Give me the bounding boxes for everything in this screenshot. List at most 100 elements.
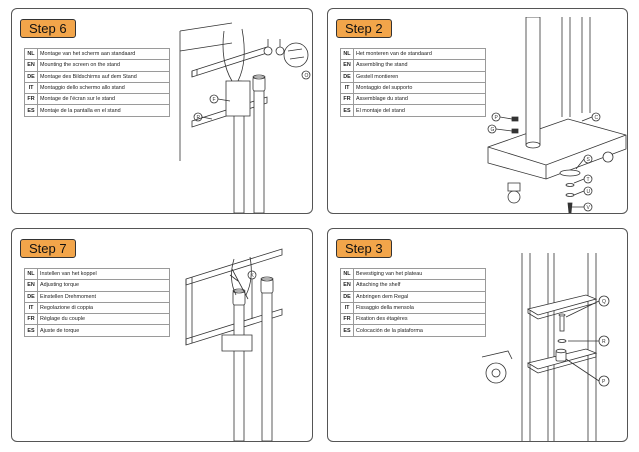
lang-code: ES: [340, 104, 354, 117]
lang-code: EN: [340, 279, 354, 292]
lang-code: EN: [24, 279, 38, 292]
callout-label-k: K: [251, 273, 255, 279]
instruction-text: Montage de l'écran sur le stand: [37, 93, 170, 106]
lang-code: DE: [340, 290, 354, 303]
lang-code: FR: [24, 93, 38, 106]
instruction-text: Het monteren van de standaard: [353, 47, 486, 61]
lang-code: NL: [24, 267, 38, 281]
callout-label-r: R: [602, 339, 606, 345]
lang-code: DE: [24, 70, 38, 83]
callout-label-s: S: [587, 157, 591, 163]
step-2-badge: Step 2: [336, 19, 392, 38]
instruction-text: Assembling the stand: [353, 59, 486, 72]
instruction-text: Montaggio dello schermo allo stand: [37, 81, 170, 95]
callout-label-r: R: [197, 115, 201, 121]
callout-label-g: G: [491, 127, 495, 133]
instruction-text: Gestell montieren: [353, 70, 486, 83]
instruction-text: Réglage du couple: [37, 313, 170, 326]
lang-code: NL: [24, 47, 38, 61]
callout-label-o: O: [305, 73, 309, 79]
instruction-text: Adjusting torque: [37, 279, 170, 292]
step-6-badge: Step 6: [20, 19, 76, 38]
lang-code: IT: [24, 301, 38, 315]
step-7-illustration: K: [172, 239, 312, 441]
instruction-text: El montaje del stand: [353, 104, 486, 117]
instruction-text: Colocación de la plataforma: [353, 324, 486, 337]
instruction-text: Fixation des étagères: [353, 313, 486, 326]
instruction-text: Fissaggio della mensola: [353, 301, 486, 315]
lang-code: EN: [340, 59, 354, 72]
lang-code: FR: [340, 93, 354, 106]
step-3-illustration: Q R P: [478, 253, 627, 441]
instruction-text: Montage van het scherm aan standaard: [37, 47, 170, 61]
lang-code: DE: [24, 290, 38, 303]
instruction-text: Montaggio del supporto: [353, 81, 486, 95]
callout-label-p: P: [602, 379, 606, 385]
step-7-badge: Step 7: [20, 239, 76, 258]
lang-code: NL: [340, 47, 354, 61]
callout-label-c: C: [595, 115, 599, 121]
lang-code: IT: [24, 81, 38, 95]
instruction-text: Assemblage du stand: [353, 93, 486, 106]
callout-label-p: P: [495, 115, 499, 121]
lang-code: DE: [340, 70, 354, 83]
lang-code: EN: [24, 59, 38, 72]
callout-label-v: V: [587, 205, 591, 211]
instruction-text: Montage des Bildschirms auf dem Stand: [37, 70, 170, 83]
lang-code: IT: [340, 81, 354, 95]
callout-label-q: Q: [602, 299, 606, 305]
lang-code: FR: [340, 313, 354, 326]
instruction-text: Instellen van het koppel: [37, 267, 170, 281]
lang-code: ES: [340, 324, 354, 337]
lang-code: ES: [24, 324, 38, 337]
instruction-text: Regolazione di coppia: [37, 301, 170, 315]
lang-code: NL: [340, 267, 354, 281]
step-3-badge: Step 3: [336, 239, 392, 258]
instruction-text: Einstellen Drehmoment: [37, 290, 170, 303]
callout-label-t: T: [587, 177, 590, 183]
step-6-illustration: F R O: [172, 21, 312, 213]
instruction-text: Ajuste de torque: [37, 324, 170, 337]
lang-code: ES: [24, 104, 38, 117]
instruction-text: Anbringen dem Regal: [353, 290, 486, 303]
instruction-text: Montaje de la pantalla en el stand: [37, 104, 170, 117]
step-2-illustration: P G C S T U V: [478, 17, 627, 213]
callout-label-u: U: [587, 189, 591, 195]
instruction-text: Attaching the shelf: [353, 279, 486, 292]
instruction-text: Bevestiging van het plateau: [353, 267, 486, 281]
lang-code: IT: [340, 301, 354, 315]
lang-code: FR: [24, 313, 38, 326]
